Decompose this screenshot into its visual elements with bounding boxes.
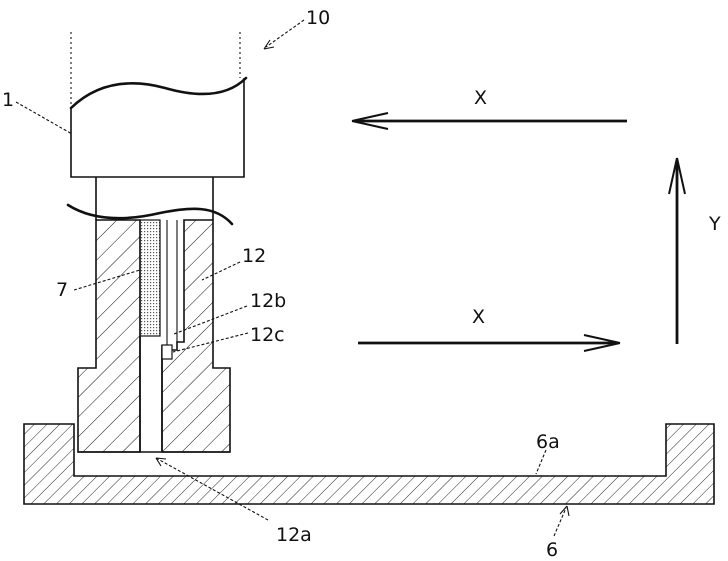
punch-body — [68, 205, 232, 452]
holder — [71, 32, 246, 177]
label-x-bottom: X — [472, 306, 485, 328]
label-1: 1 — [2, 89, 14, 111]
insert-area — [140, 220, 160, 336]
label-12: 12 — [242, 245, 266, 267]
label-12a: 12a — [276, 524, 312, 546]
label-12c: 12c — [250, 324, 285, 346]
arrow-x-bottom — [358, 335, 620, 351]
arrow-y — [669, 158, 685, 344]
label-12b: 12b — [250, 290, 286, 312]
label-y: Y — [708, 213, 721, 235]
label-x-top: X — [474, 87, 487, 109]
label-6: 6 — [546, 539, 558, 561]
label-6a: 6a — [536, 431, 560, 453]
arrow-x-top — [352, 113, 627, 129]
label-7: 7 — [56, 279, 68, 301]
label-10: 10 — [306, 7, 330, 29]
feature-12c — [162, 345, 172, 359]
holder-break-line — [71, 78, 246, 108]
